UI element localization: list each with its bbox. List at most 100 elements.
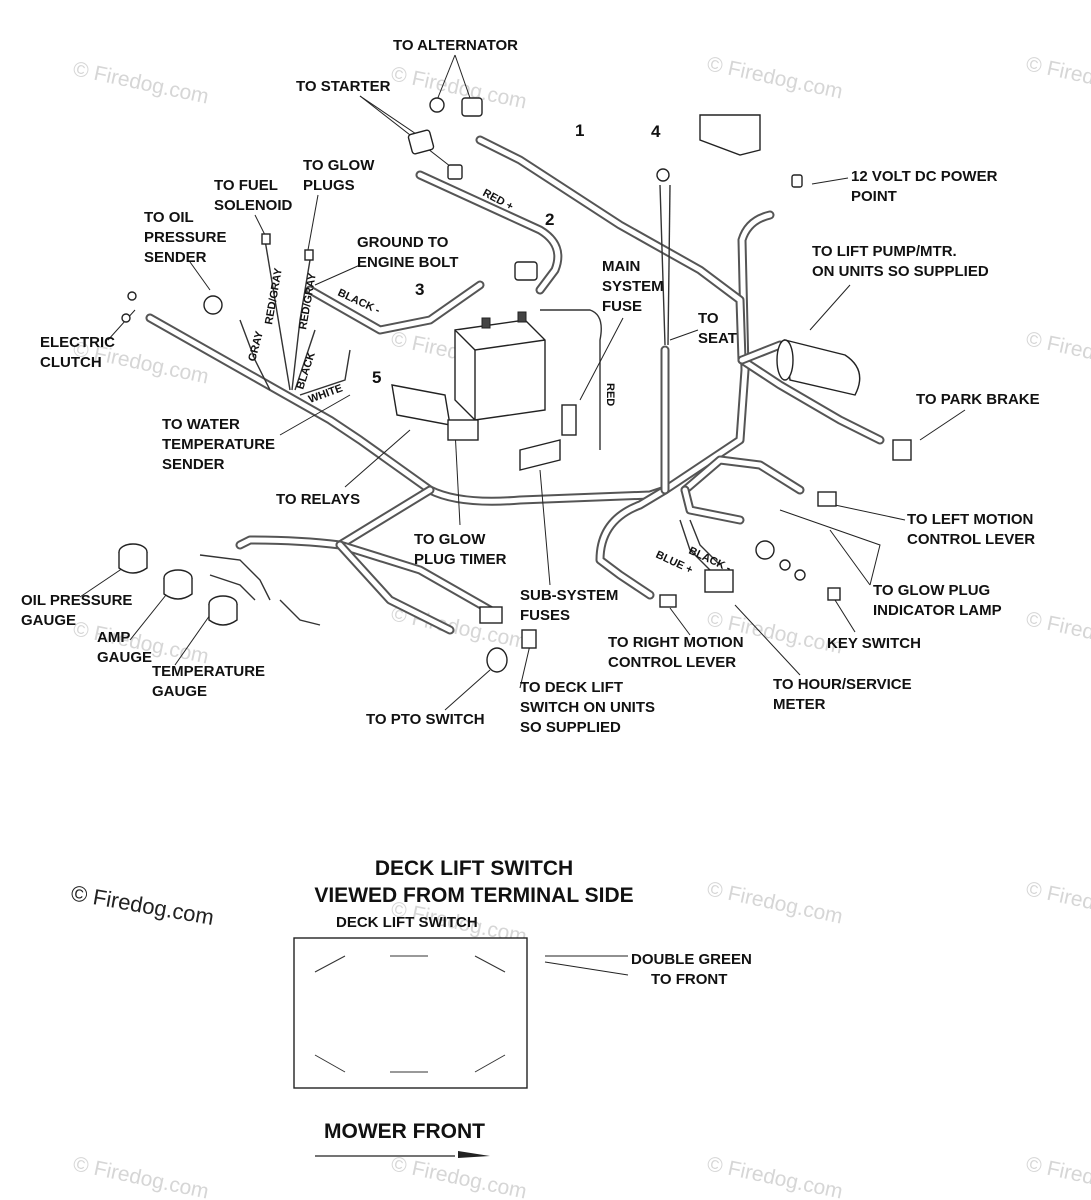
battery-post-negative <box>517 311 527 323</box>
wire-label-black: BLACK <box>294 351 317 391</box>
ground-connector <box>514 261 538 281</box>
harness-pto-branch-2-inner <box>337 542 453 633</box>
leader-pto <box>444 669 491 711</box>
amp-gauge <box>163 569 193 600</box>
leader-key-switch <box>834 599 856 633</box>
leader-left-motion <box>834 504 906 521</box>
label-to-glow-plugs-2: PLUGS <box>303 177 355 194</box>
leader-oil-sender <box>189 261 211 291</box>
right-motion-connector <box>659 594 677 608</box>
label-hour-meter-2: METER <box>773 696 826 713</box>
label-main-fuse-1: MAIN <box>602 258 640 275</box>
label-left-motion-1: TO LEFT MOTION <box>907 511 1033 528</box>
label-to-alternator: TO ALTERNATOR <box>393 37 518 54</box>
double-green-2: TO FRONT <box>651 971 727 988</box>
watermark: © Firedog.com <box>389 62 529 113</box>
watermark-dark: © Firedog.com <box>69 880 216 930</box>
label-hour-meter-1: TO HOUR/SERVICE <box>773 676 912 693</box>
wire-white <box>299 349 351 396</box>
label-main-fuse-2: SYSTEM <box>602 278 664 295</box>
leader-clutch <box>107 309 136 341</box>
wire-ground-strap-2 <box>667 184 671 346</box>
leader-right-motion <box>669 607 691 636</box>
oil-pressure-sender <box>203 295 223 315</box>
lamp-ring <box>779 559 791 571</box>
harness-pump-inner <box>739 342 783 363</box>
main-harness-inner <box>147 212 773 504</box>
mounting-bracket <box>699 114 761 156</box>
harness-park-brake-inner <box>739 357 883 443</box>
label-seat-1: TO <box>698 310 719 327</box>
bracket-clip <box>656 168 670 182</box>
deck-switch-terminal-box <box>293 937 528 1089</box>
leader-alternator-2 <box>436 54 456 101</box>
label-lift-pump-1: TO LIFT PUMP/MTR. <box>812 243 957 260</box>
leader-sub-fuses <box>539 469 551 586</box>
watermark: © Firedog.com <box>705 877 845 928</box>
clutch-connector-1 <box>127 291 137 301</box>
leader-starter-2 <box>359 95 456 171</box>
leader-power-point <box>811 177 849 185</box>
harness-trunks <box>145 135 885 635</box>
label-glow-lamp-1: TO GLOW PLUG <box>873 582 990 599</box>
label-oil-sender-2: PRESSURE <box>144 229 227 246</box>
label-water-1: TO WATER <box>162 416 240 433</box>
terminal-bottom-left <box>314 1054 346 1073</box>
leader-glow-lamp-2 <box>779 509 881 586</box>
label-right-motion-1: TO RIGHT MOTION <box>608 634 744 651</box>
leader-deck-lift <box>519 644 531 689</box>
wire-gauge-2 <box>209 574 256 601</box>
wire-key-2 <box>679 519 711 571</box>
wire-label-red: RED <box>604 383 616 406</box>
watermark: © Firedog.com <box>1024 327 1091 378</box>
double-green-leader <box>544 955 629 976</box>
label-temp-gauge-1: TEMPERATURE <box>152 663 265 680</box>
harness-left-motion-inner <box>682 457 803 493</box>
label-sub-fuses-1: SUB-SYSTEM <box>520 587 618 604</box>
leader-starter-1 <box>359 95 426 141</box>
watermark: © Firedog.com <box>705 52 845 103</box>
harness-branch-3 <box>305 280 485 335</box>
sub-system-fuse-block <box>519 439 561 471</box>
watermark: © Firedog.com <box>1024 1152 1091 1200</box>
label-to-fuel-2: SOLENOID <box>214 197 293 214</box>
hour-meter-connector <box>704 569 734 593</box>
harness-branch-3-inner <box>307 282 483 333</box>
callout-1: 1 <box>575 121 584 140</box>
label-water-3: SENDER <box>162 456 225 473</box>
label-temp-gauge-2: GAUGE <box>152 683 207 700</box>
deck-switch-title-1: DECK LIFT SWITCH <box>375 857 573 880</box>
mower-front-arrow-head <box>458 1151 490 1158</box>
label-pto-switch: TO PTO SWITCH <box>366 711 485 728</box>
main-system-fuse <box>561 404 577 436</box>
key-switch <box>827 587 841 601</box>
label-to-relays: TO RELAYS <box>276 491 360 508</box>
leader-temp-gauge <box>174 614 211 666</box>
label-power-point-1: 12 VOLT DC POWER <box>851 168 998 185</box>
wire-label-red-gray-2: RED/GRAY <box>297 272 319 331</box>
alternator-terminal <box>429 97 445 113</box>
deck-switch-box-label: DECK LIFT SWITCH <box>336 914 478 931</box>
label-deck-lift-1: TO DECK LIFT <box>520 679 623 696</box>
watermark: © Firedog.com <box>705 1152 845 1200</box>
glow-plug-connector <box>304 249 314 261</box>
label-clutch-1: ELECTRIC <box>40 334 115 351</box>
watermark: © Firedog.com <box>1024 607 1091 658</box>
leader-park-brake <box>919 409 966 441</box>
leader-glow-lamp-1 <box>829 529 871 586</box>
label-amp-gauge-1: AMP <box>97 629 130 646</box>
battery-post-positive <box>481 317 491 329</box>
leader-water <box>279 394 351 436</box>
watermark: © Firedog.com <box>71 1152 211 1200</box>
leader-alternator-1 <box>454 54 471 99</box>
harness-branch-1-inner <box>477 137 745 363</box>
relay-block <box>391 384 451 426</box>
harness-key-inner <box>682 487 743 523</box>
callout-2: 2 <box>545 210 554 229</box>
clutch-connector-2 <box>121 313 131 323</box>
watermarks: © Firedog.com © Firedog.com © Firedog.co… <box>69 52 1091 1200</box>
wire-key-1 <box>689 519 721 566</box>
glow-plug-indicator-lamp <box>755 540 775 560</box>
